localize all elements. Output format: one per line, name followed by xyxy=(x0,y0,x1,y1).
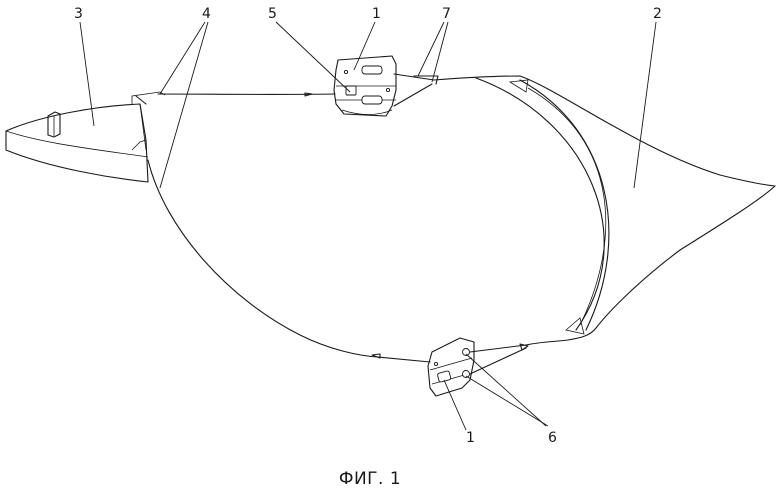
label-5: 5 xyxy=(268,6,277,22)
bottom-bracket xyxy=(428,338,528,396)
envelope-outline xyxy=(148,76,775,362)
label-6: 6 xyxy=(548,430,557,446)
label-1-bottom: 1 xyxy=(466,430,475,446)
label-7: 7 xyxy=(442,6,451,22)
label-2: 2 xyxy=(653,6,662,22)
figure-caption: ФИГ. 1 xyxy=(339,469,401,489)
label-3: 3 xyxy=(74,6,83,22)
label-1-top: 1 xyxy=(372,6,381,22)
tail-block xyxy=(6,104,148,182)
upper-suspension-line xyxy=(132,92,335,104)
label-4: 4 xyxy=(202,6,211,22)
leader-lines xyxy=(80,22,656,430)
top-bracket xyxy=(334,56,438,116)
